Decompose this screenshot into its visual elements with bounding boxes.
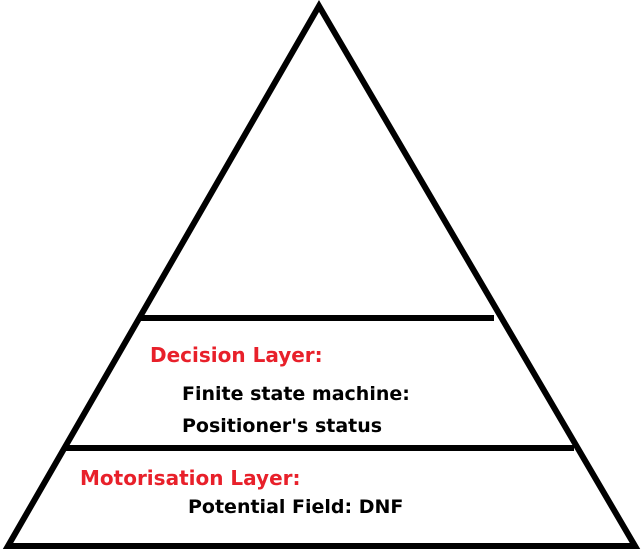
motorisation-layer-title: Motorisation Layer: (80, 466, 301, 490)
decision-layer-line-2: Positioner's status (182, 415, 382, 437)
decision-layer-title: Decision Layer: (150, 343, 323, 367)
motorisation-layer-line-1: Potential Field: DNF (188, 496, 403, 518)
decision-layer-line-1: Finite state machine: (182, 383, 410, 405)
